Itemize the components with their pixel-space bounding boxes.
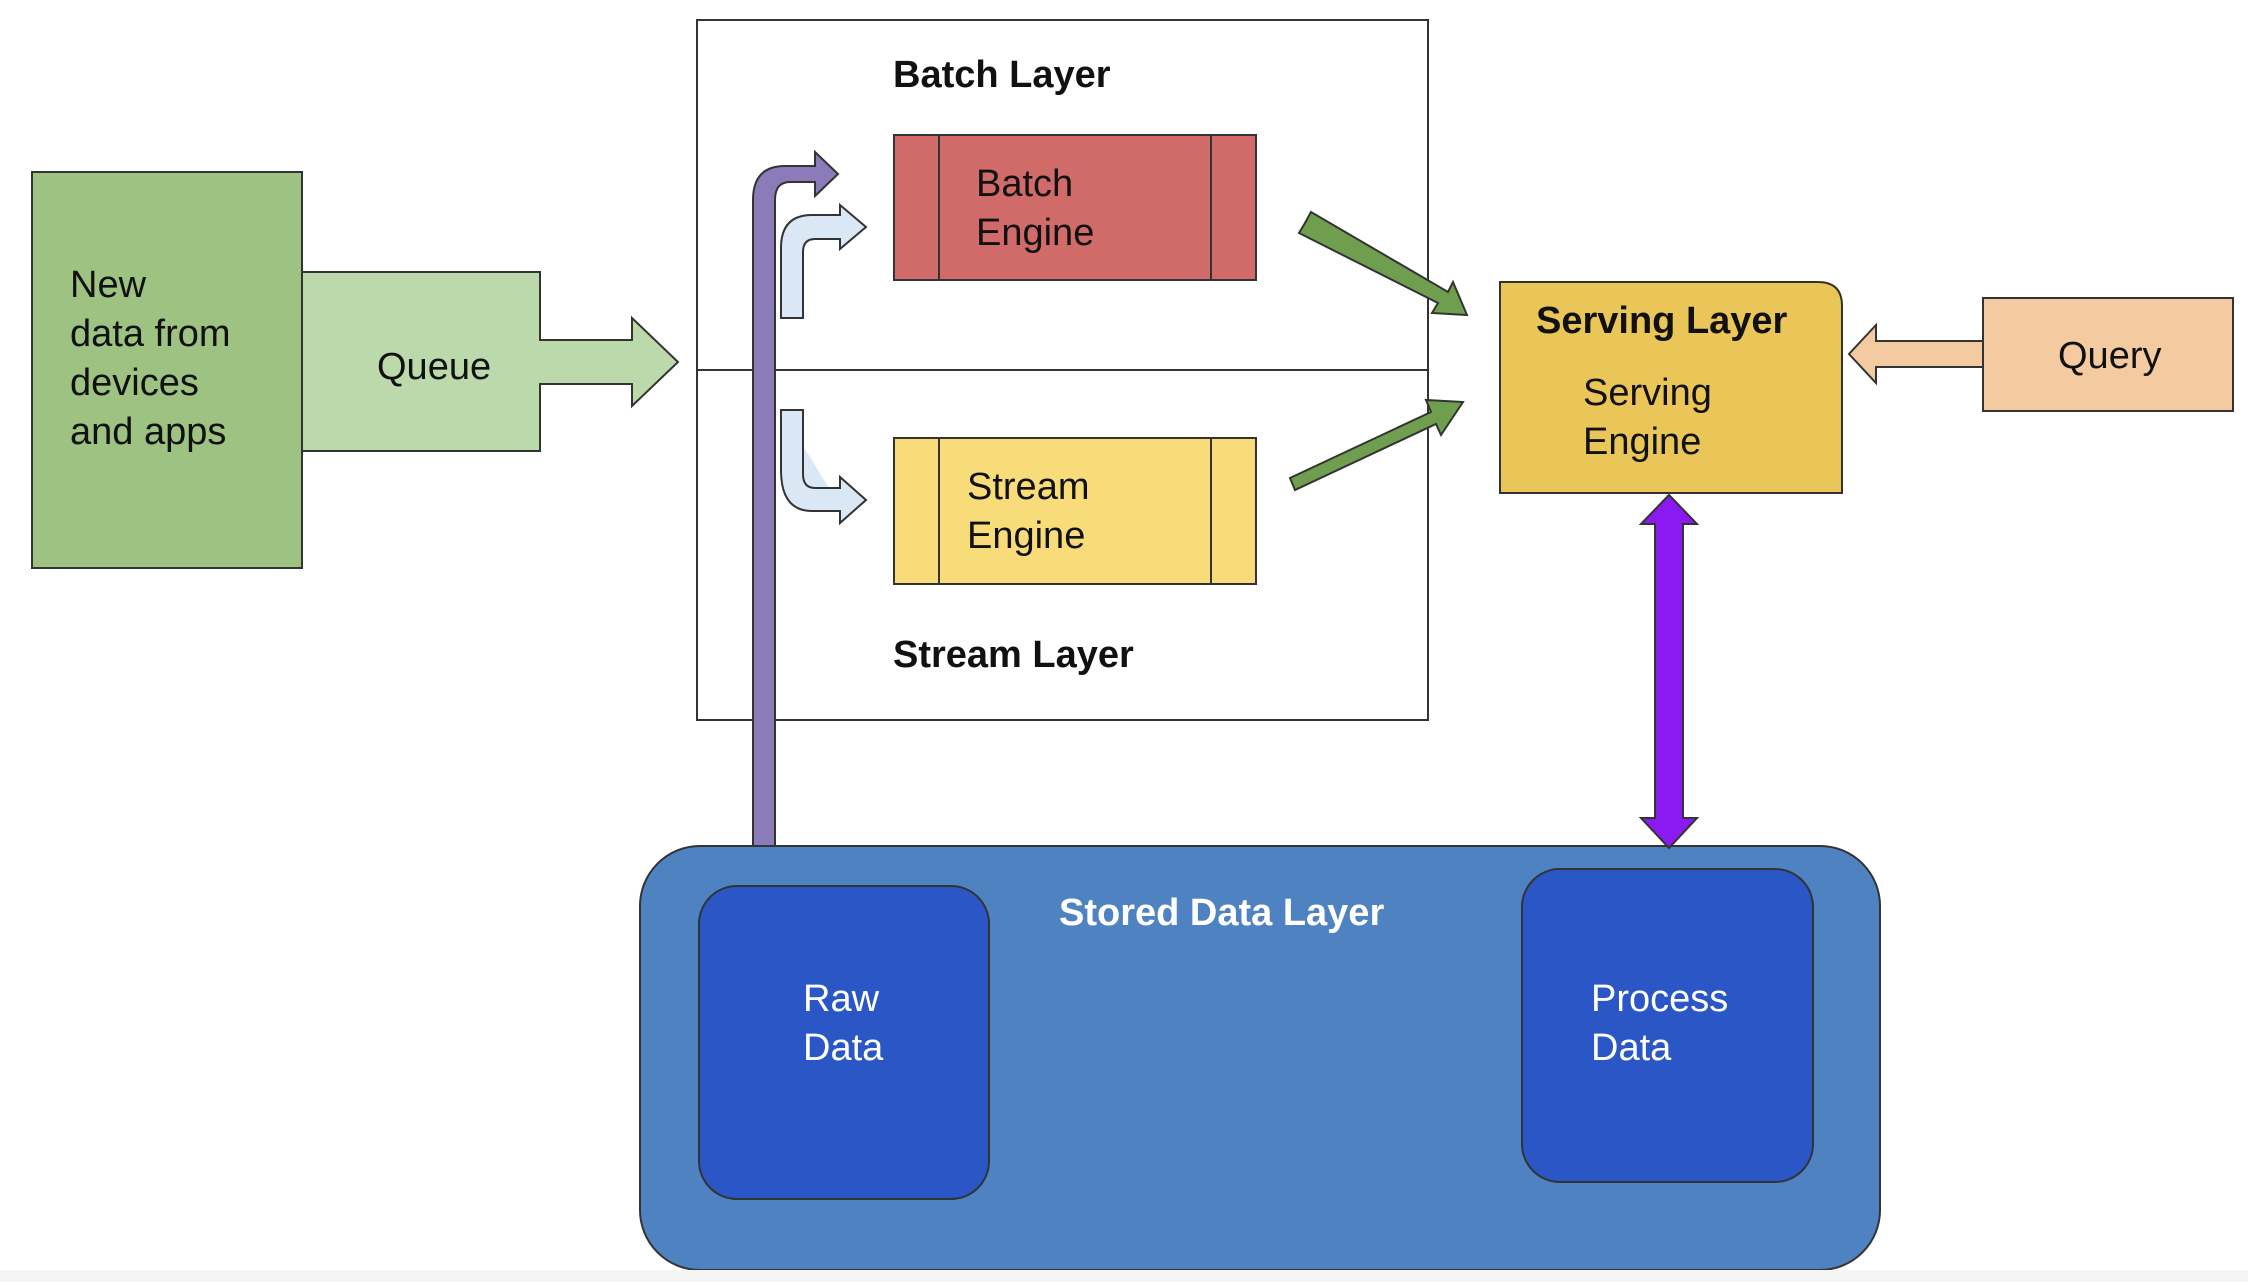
query-label: Query <box>2058 335 2161 377</box>
queue-arrow <box>301 271 680 452</box>
serving-layer-box <box>1499 280 1843 494</box>
process-data-line-1: Process <box>1591 978 1728 1020</box>
raw-data-box <box>698 885 990 1200</box>
stored-data-layer-title: Stored Data Layer <box>1059 892 1384 934</box>
serving-engine-line-2: Engine <box>1583 421 1701 463</box>
stream-engine-line-1: Stream <box>967 466 1089 508</box>
source-box <box>31 171 303 569</box>
batch-engine-line-1: Batch <box>976 163 1073 205</box>
batch-to-serving-arrow <box>1297 210 1469 317</box>
query-arrow <box>1847 322 1984 386</box>
serving-layer-title: Serving Layer <box>1536 300 1788 342</box>
source-line-1: New <box>70 264 147 306</box>
source-line-3: devices <box>70 362 199 404</box>
stream-engine-line-2: Engine <box>967 515 1085 557</box>
stream-layer-title: Stream Layer <box>893 634 1134 676</box>
stream-to-serving-arrow <box>1288 398 1465 492</box>
source-line-4: and apps <box>70 411 226 453</box>
queue-label: Queue <box>377 346 491 388</box>
batch-split-arrow <box>780 202 868 319</box>
serving-engine-line-1: Serving <box>1583 372 1712 414</box>
bottom-strip <box>0 1270 2248 1282</box>
stream-engine-box <box>893 437 1257 585</box>
batch-engine-line-2: Engine <box>976 212 1094 254</box>
stream-split-arrow-outline <box>780 409 868 526</box>
serving-stored-bidirectional-arrow <box>1638 493 1700 850</box>
batch-layer-title: Batch Layer <box>893 54 1111 96</box>
process-data-line-2: Data <box>1591 1027 1672 1069</box>
query-box <box>1982 297 2234 412</box>
process-data-box <box>1521 868 1814 1183</box>
batch-engine-box <box>893 134 1257 281</box>
source-line-2: data from <box>70 313 231 355</box>
raw-data-line-1: Raw <box>803 978 880 1020</box>
raw-data-arrow <box>752 149 840 886</box>
raw-data-line-2: Data <box>803 1027 884 1069</box>
